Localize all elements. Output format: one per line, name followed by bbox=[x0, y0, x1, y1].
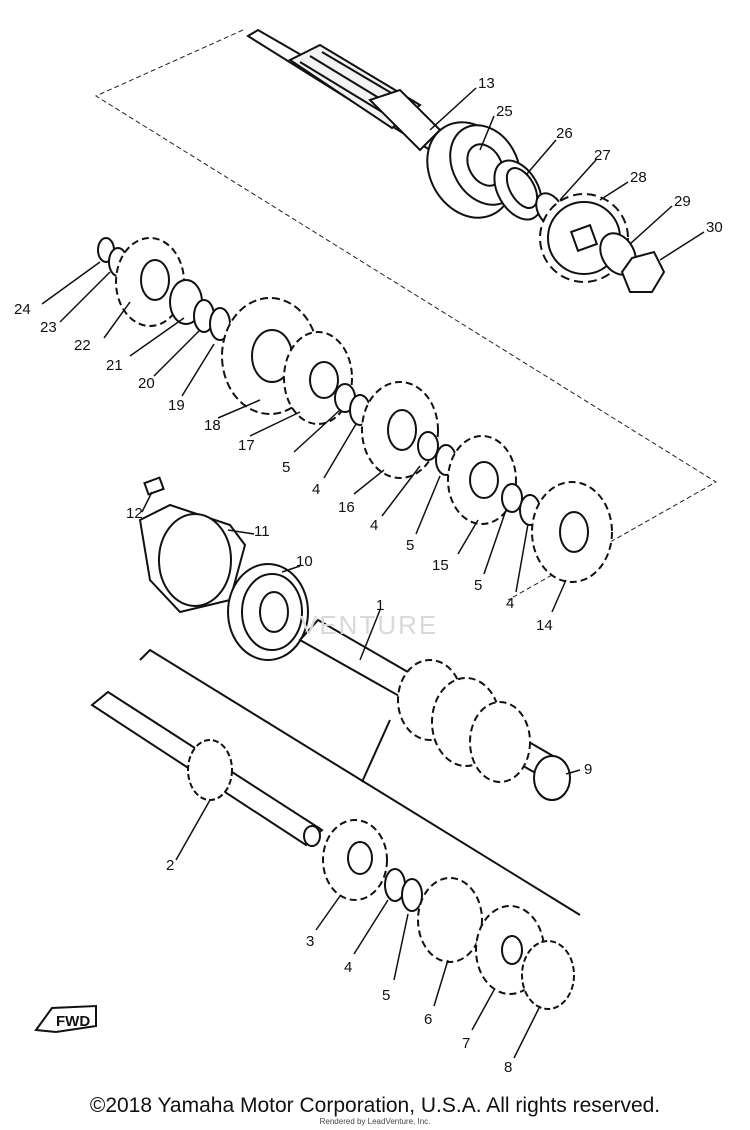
part-label-15: 15 bbox=[432, 557, 449, 574]
part-label-1: 1 bbox=[376, 597, 384, 614]
fwd-arrow-icon: FWD bbox=[34, 1004, 97, 1034]
part-label-23: 23 bbox=[40, 319, 57, 336]
part-label-28: 28 bbox=[630, 169, 647, 186]
part-label-2: 2 bbox=[166, 857, 174, 874]
part-label-13: 13 bbox=[478, 75, 495, 92]
watermark-text: VENTURE bbox=[300, 610, 438, 640]
part-label-20: 20 bbox=[138, 375, 155, 392]
part-label-18: 18 bbox=[204, 417, 221, 434]
bearing-retainer-part bbox=[138, 476, 309, 661]
part-label-17: 17 bbox=[238, 437, 255, 454]
part-label-4b: 4 bbox=[370, 517, 378, 534]
part-label-29: 29 bbox=[674, 193, 691, 210]
part-label-21: 21 bbox=[106, 357, 123, 374]
rendered-by-text: Rendered by LeadVenture, Inc. bbox=[319, 1117, 431, 1126]
main-shaft-part bbox=[246, 28, 442, 152]
assembly-boundary-line bbox=[94, 29, 717, 601]
part-label-26: 26 bbox=[556, 125, 573, 142]
part-label-8: 8 bbox=[504, 1059, 512, 1076]
part-label-4d: 4 bbox=[344, 959, 352, 976]
part-label-27: 27 bbox=[594, 147, 611, 164]
part-label-5d: 5 bbox=[382, 987, 390, 1004]
part-label-3: 3 bbox=[306, 933, 314, 950]
part-label-11: 11 bbox=[254, 523, 270, 540]
gear-set-lower bbox=[322, 819, 575, 1010]
part-label-10: 10 bbox=[296, 553, 313, 570]
part-label-14: 14 bbox=[536, 617, 553, 634]
part-label-6: 6 bbox=[424, 1011, 432, 1028]
part-label-25: 25 bbox=[496, 103, 513, 120]
part-label-4a: 4 bbox=[312, 481, 320, 498]
part-label-12: 12 bbox=[126, 505, 143, 522]
main-axle-part bbox=[90, 690, 324, 847]
nut-part bbox=[620, 250, 666, 293]
part-label-5b: 5 bbox=[406, 537, 414, 554]
part-label-30: 30 bbox=[706, 219, 723, 236]
part-label-9: 9 bbox=[584, 761, 592, 778]
oil-seal-part bbox=[493, 159, 543, 221]
part-label-24: 24 bbox=[14, 301, 31, 318]
bearing-part-9 bbox=[533, 755, 571, 801]
leader-lines bbox=[41, 87, 705, 1059]
part-label-5c: 5 bbox=[474, 577, 482, 594]
fwd-label: FWD bbox=[56, 1013, 90, 1030]
part-label-7: 7 bbox=[462, 1035, 470, 1052]
part-labels: 1325262728293024232221201918175416451554… bbox=[14, 75, 723, 1076]
part-label-22: 22 bbox=[74, 337, 91, 354]
part-label-5a: 5 bbox=[282, 459, 290, 476]
part-label-19: 19 bbox=[168, 397, 185, 414]
group-bracket-line bbox=[139, 648, 581, 916]
part-label-16: 16 bbox=[338, 499, 355, 516]
drive-axle-part bbox=[298, 618, 562, 783]
part-label-4c: 4 bbox=[506, 595, 514, 612]
gear-set-upper bbox=[97, 237, 613, 583]
copyright-text: ©2018 Yamaha Motor Corporation, U.S.A. A… bbox=[89, 1094, 661, 1117]
